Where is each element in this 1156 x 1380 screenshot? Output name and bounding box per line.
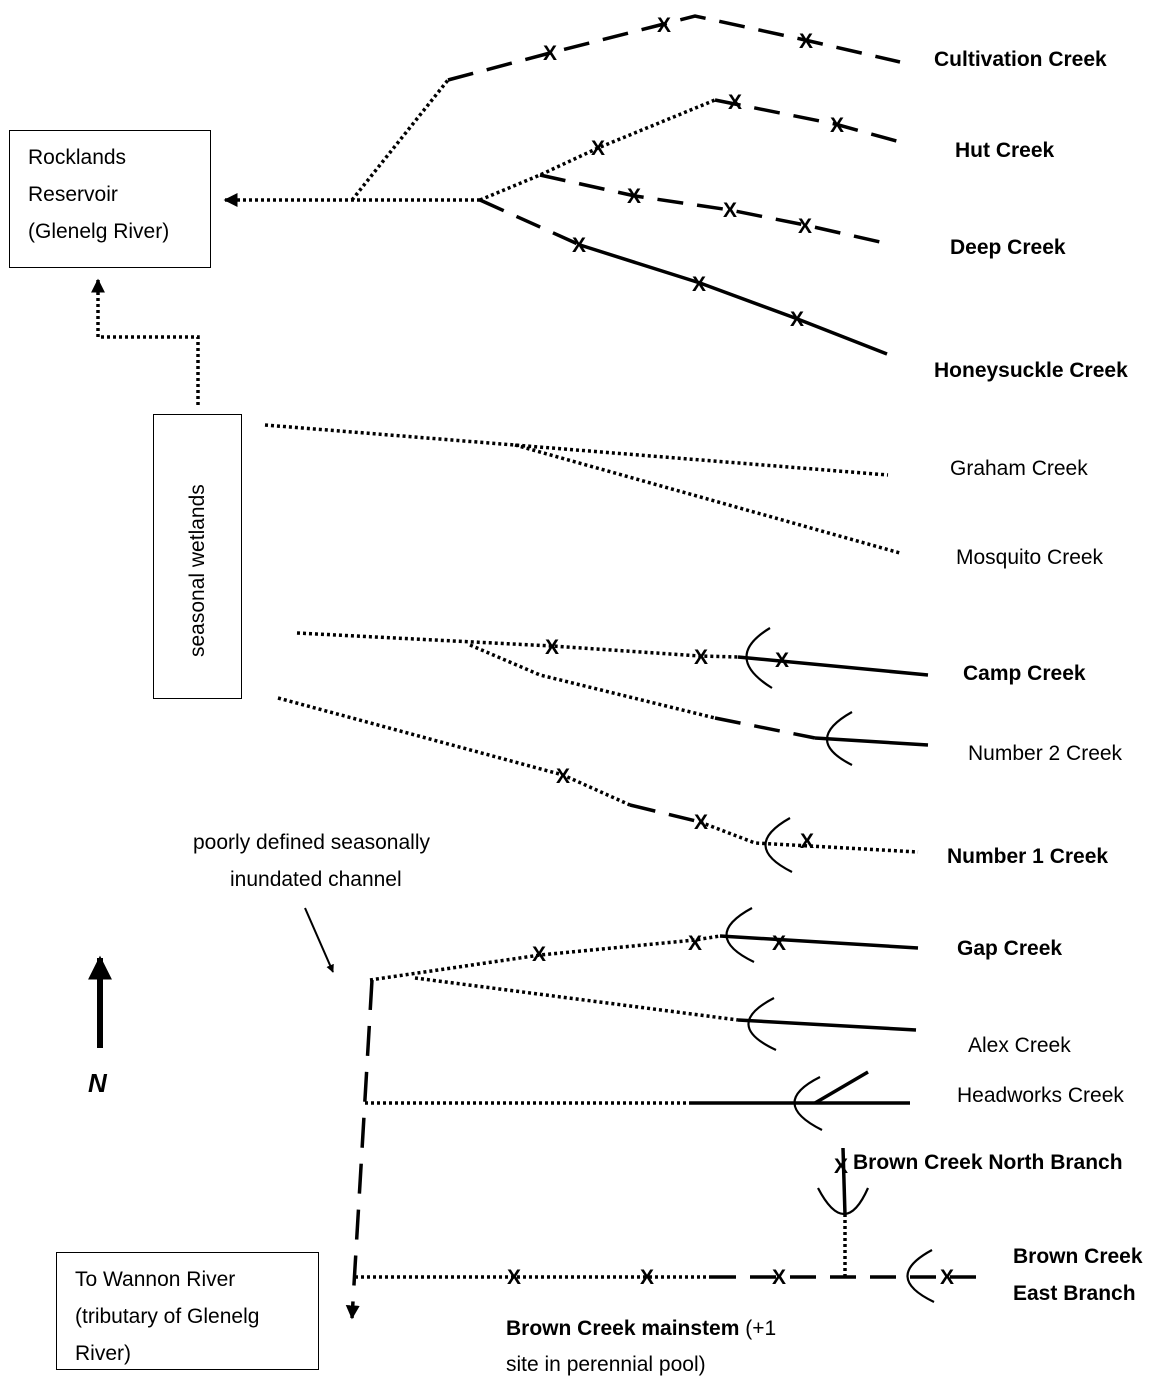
barrier-markers (725, 627, 935, 1303)
graham-creek-label: Graham Creek (950, 457, 1088, 480)
honeysuckle-creek-channel (579, 243, 888, 356)
sampling-site-marker: X (692, 273, 706, 296)
number1-creek-label: Number 1 Creek (947, 845, 1109, 868)
wannon-line-3: River) (75, 1342, 131, 1365)
honeysuckle-creek-label: Honeysuckle Creek (934, 359, 1128, 382)
number1-creek-dotted (277, 696, 631, 807)
brown-east-branch-label-2: East Branch (1013, 1282, 1136, 1305)
site-markers: X X X X X X X X X X X X X X X X X X X X X X X X X X (507, 14, 954, 1289)
sampling-site-marker: X (790, 308, 804, 331)
cultivation-creek-channel (447, 14, 901, 82)
sampling-site-marker: X (640, 1266, 654, 1289)
brown-east-branch-label-1: Brown Creek (1013, 1245, 1143, 1268)
number2-creek-perennial (814, 736, 929, 747)
number1-creek-dotted-upper (699, 820, 919, 854)
sampling-site-marker: X (688, 932, 702, 955)
sampling-site-marker: X (775, 649, 789, 672)
number1-creek-dashed (629, 803, 701, 824)
wannon-line-1: To Wannon River (75, 1268, 236, 1291)
hut-creek-channel (714, 98, 901, 144)
headworks-creek-branch (814, 1070, 869, 1105)
sampling-site-marker: X (545, 636, 559, 659)
reservoir-line-3: (Glenelg River) (28, 220, 170, 243)
rocklands-reservoir-box: Rocklands Reservoir (Glenelg River) (9, 130, 211, 268)
honeysuckle-creek-channel-dashed (479, 198, 581, 247)
seasonal-wetlands-box: seasonal wetlands (153, 414, 242, 699)
headworks-creek-label: Headworks Creek (957, 1084, 1124, 1107)
camp-creek-perennial (737, 655, 929, 677)
wannon-line-2: (tributary of Glenelg (75, 1305, 260, 1328)
brown-north-branch-label: Brown Creek North Branch (853, 1151, 1123, 1174)
brown-mainstem-label: Brown Creek mainstem (+1 (506, 1316, 776, 1342)
number2-creek-label: Number 2 Creek (968, 742, 1123, 765)
sampling-site-marker: X (507, 1266, 521, 1289)
brown-mainstem-name: Brown Creek mainstem (506, 1317, 740, 1340)
north-label: N (88, 1068, 107, 1098)
annotation-line-2: inundated channel (230, 868, 402, 891)
sampling-site-marker: X (543, 42, 557, 65)
sampling-site-marker: X (723, 199, 737, 222)
seasonal-wetlands-label: seasonal wetlands (186, 484, 209, 657)
gap-creek-dotted (369, 934, 721, 982)
alex-creek-label: Alex Creek (968, 1034, 1071, 1057)
poorly-defined-channel (345, 979, 374, 1320)
sampling-site-marker: X (800, 830, 814, 853)
deep-creek-label: Deep Creek (950, 236, 1066, 259)
sampling-site-marker: X (798, 215, 812, 238)
sampling-site-marker: X (657, 14, 671, 37)
sampling-site-marker: X (572, 234, 586, 257)
sampling-site-marker: X (591, 137, 605, 160)
sampling-site-marker: X (627, 185, 641, 208)
sampling-site-marker: X (772, 932, 786, 955)
gap-creek-perennial (719, 934, 919, 950)
sampling-site-marker: X (532, 943, 546, 966)
sampling-site-marker: X (694, 811, 708, 834)
brown-mainstem-note: (+1 (745, 1317, 777, 1340)
number2-creek-dashed (714, 716, 816, 740)
graham-mosquito-channels (264, 423, 901, 555)
wannon-river-box: To Wannon River (tributary of Glenelg Ri… (56, 1252, 319, 1370)
alex-creek-dotted (414, 976, 739, 1022)
alex-creek-perennial (737, 1018, 917, 1032)
camp-creek-channels (296, 631, 739, 720)
wetland-outflow-channel (91, 278, 200, 405)
annotation-line-1: poorly defined seasonally (193, 831, 430, 854)
brown-north-branch-perennial (841, 1147, 847, 1216)
gap-creek-label: Gap Creek (957, 937, 1063, 960)
annotation-arrow (304, 907, 334, 973)
reservoir-line-1: Rocklands (28, 146, 127, 169)
sampling-site-marker: X (834, 1155, 848, 1178)
sampling-site-marker: X (772, 1266, 786, 1289)
camp-creek-label: Camp Creek (963, 662, 1086, 685)
reservoir-line-2: Reservoir (28, 183, 118, 206)
cultivation-creek-label: Cultivation Creek (934, 48, 1107, 71)
sampling-site-marker: X (799, 30, 813, 53)
sampling-site-marker: X (694, 646, 708, 669)
sampling-site-marker: X (728, 91, 742, 114)
upper-trunk-channel (223, 78, 716, 207)
sampling-site-marker: X (830, 114, 844, 137)
sampling-site-marker: X (556, 765, 570, 788)
brown-mainstem-note-2: site in perennial pool) (506, 1353, 706, 1376)
sampling-site-marker: X (940, 1266, 954, 1289)
mosquito-creek-label: Mosquito Creek (956, 546, 1104, 569)
hut-creek-label: Hut Creek (955, 139, 1055, 162)
deep-creek-channel (539, 173, 881, 244)
